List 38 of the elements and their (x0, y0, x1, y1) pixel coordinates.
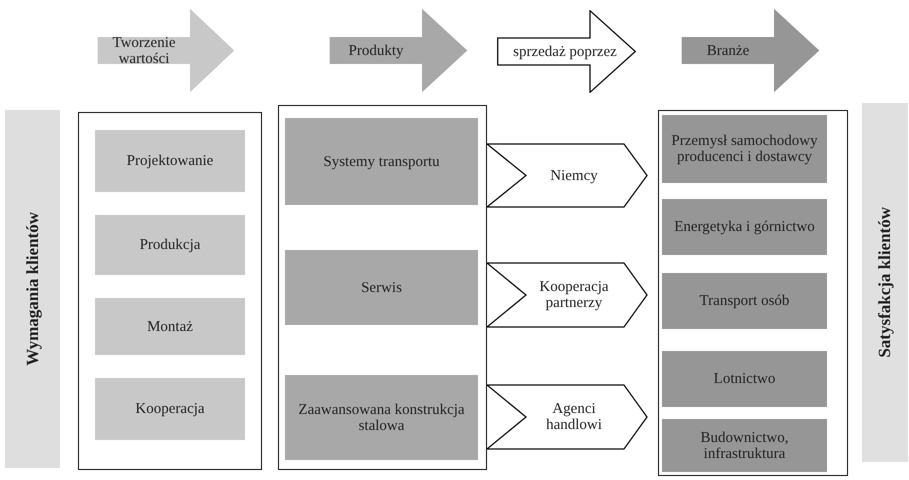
box-label: Montaż (147, 318, 193, 334)
process-box (662, 419, 827, 472)
box-label: Przemysł samochodowy producenci i dostawcy (670, 133, 819, 165)
process-box (285, 375, 478, 460)
column-frame (278, 105, 487, 470)
band-label: Wymagania klientów (24, 212, 40, 366)
arrow-label: sprzedaż poprzez (513, 44, 617, 60)
arrow-label: Branże (706, 42, 750, 58)
box-label: Produkcja (140, 237, 200, 253)
process-box (95, 215, 245, 275)
box-label: Budownictwo, infrastruktura (700, 430, 790, 462)
box-label: Lotnictwo (714, 371, 776, 387)
process-box (662, 199, 827, 255)
column-frame (658, 110, 848, 476)
chevron-label: Niemcy (550, 168, 598, 184)
process-box (662, 273, 827, 329)
arrow-label: Tworzenie wartości (111, 34, 177, 66)
box-label: Energetyka i górnictwo (674, 219, 815, 235)
process-box (95, 298, 245, 355)
side-band (862, 103, 908, 462)
process-box (662, 115, 827, 183)
side-band (5, 110, 60, 468)
box-label: Projektowanie (126, 153, 214, 169)
column-frame (78, 112, 262, 470)
chevron-label: Agenci handlowi (545, 401, 603, 433)
band-label: Satysfakcja klientów (877, 207, 893, 358)
box-label: Transport osób (700, 293, 790, 309)
box-label: Serwis (361, 280, 402, 296)
box-label: Systemy transportu (323, 154, 440, 170)
chevron-label: Kooperacja partnerzy (538, 279, 610, 311)
process-box (95, 378, 245, 440)
arrow-label: Produkty (348, 42, 404, 58)
process-box (285, 118, 478, 205)
box-label: Kooperacja (135, 401, 205, 417)
process-box (95, 130, 245, 192)
process-box (662, 351, 827, 407)
process-box (285, 250, 478, 325)
box-label: Zaawansowana konstrukcja stalowa (297, 402, 466, 434)
